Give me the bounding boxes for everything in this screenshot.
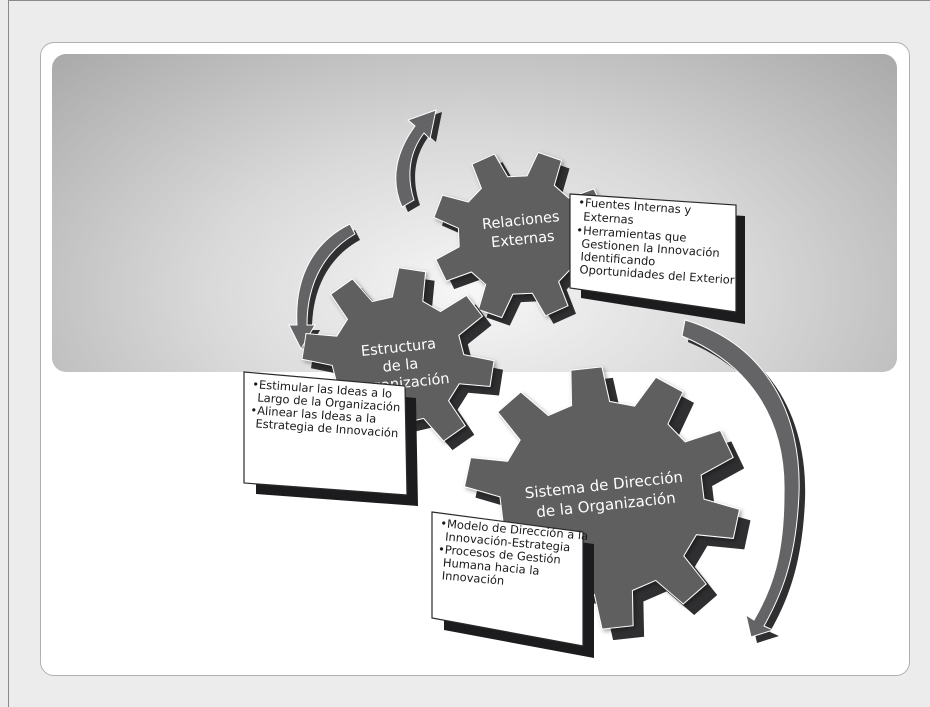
gear-estructura-label-line2: de la bbox=[382, 356, 419, 376]
textbox-sistema: •Modelo de Dirección a la Innovación-Est… bbox=[431, 511, 594, 658]
gear-estructura-label-line1: Estructura bbox=[360, 336, 437, 360]
textbox-relaciones: •Fuentes Internas y Externas •Herramient… bbox=[569, 193, 745, 324]
textbox-estructura: •Estimular las Ideas a lo Largo de la Or… bbox=[243, 371, 418, 506]
gear-relaciones-label-line2: Externas bbox=[490, 229, 555, 252]
curved-arrow-right bbox=[681, 319, 806, 643]
curved-arrow-left bbox=[288, 223, 360, 355]
relaciones-line-1: Externas bbox=[583, 209, 634, 226]
curved-arrow-top bbox=[395, 109, 442, 212]
sistema-line-4: Innovación bbox=[441, 568, 505, 587]
gear-relaciones-face bbox=[433, 151, 607, 319]
relaciones-line-4: Identificando bbox=[580, 249, 656, 268]
